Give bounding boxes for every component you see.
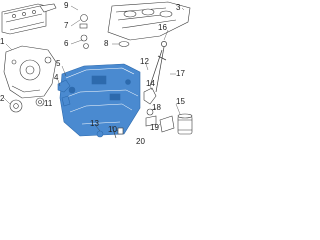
callout-19: 19 xyxy=(150,123,159,132)
callout-11: 11 xyxy=(44,99,53,108)
callout-3: 3 xyxy=(176,3,181,12)
seal-ring xyxy=(118,41,130,47)
callout-12: 12 xyxy=(140,57,149,66)
oil-level-sensor xyxy=(143,87,157,127)
crankshaft-pulley xyxy=(9,99,23,113)
oil-filter xyxy=(177,113,193,135)
callout-1: 1 xyxy=(0,37,5,46)
callout-8: 8 xyxy=(104,39,109,48)
oil-pump-gear xyxy=(35,97,45,107)
oil-pan xyxy=(59,63,141,137)
valve-cover xyxy=(1,3,47,35)
engine-block xyxy=(107,1,191,41)
oil-pickup xyxy=(57,79,71,107)
callout-18: 18 xyxy=(152,103,161,112)
parts-diagram: 9 7 6 1 2 3 16 8 5 4 12 17 14 15 18 19 1… xyxy=(0,0,200,147)
callout-16: 16 xyxy=(158,23,167,32)
valve-cover-bracket xyxy=(39,3,57,13)
callout-20: 20 xyxy=(136,137,145,146)
callout-15: 15 xyxy=(176,97,185,106)
timing-cover xyxy=(3,45,57,99)
callout-5: 5 xyxy=(56,59,61,68)
callout-13: 13 xyxy=(90,119,99,128)
callout-9: 9 xyxy=(64,1,69,10)
callout-4: 4 xyxy=(54,73,59,82)
sensor-fitting xyxy=(79,14,89,49)
callout-7: 7 xyxy=(64,21,69,30)
callout-10: 10 xyxy=(108,125,117,134)
callout-17: 17 xyxy=(176,69,185,78)
callout-2: 2 xyxy=(0,94,5,103)
dipstick-tube xyxy=(149,41,167,93)
drain-plug xyxy=(96,130,104,138)
filter-adapter xyxy=(159,115,175,133)
diagram-artwork xyxy=(1,1,193,139)
callout-14: 14 xyxy=(146,79,155,88)
leader-lines xyxy=(3,5,185,133)
callout-6: 6 xyxy=(64,39,69,48)
